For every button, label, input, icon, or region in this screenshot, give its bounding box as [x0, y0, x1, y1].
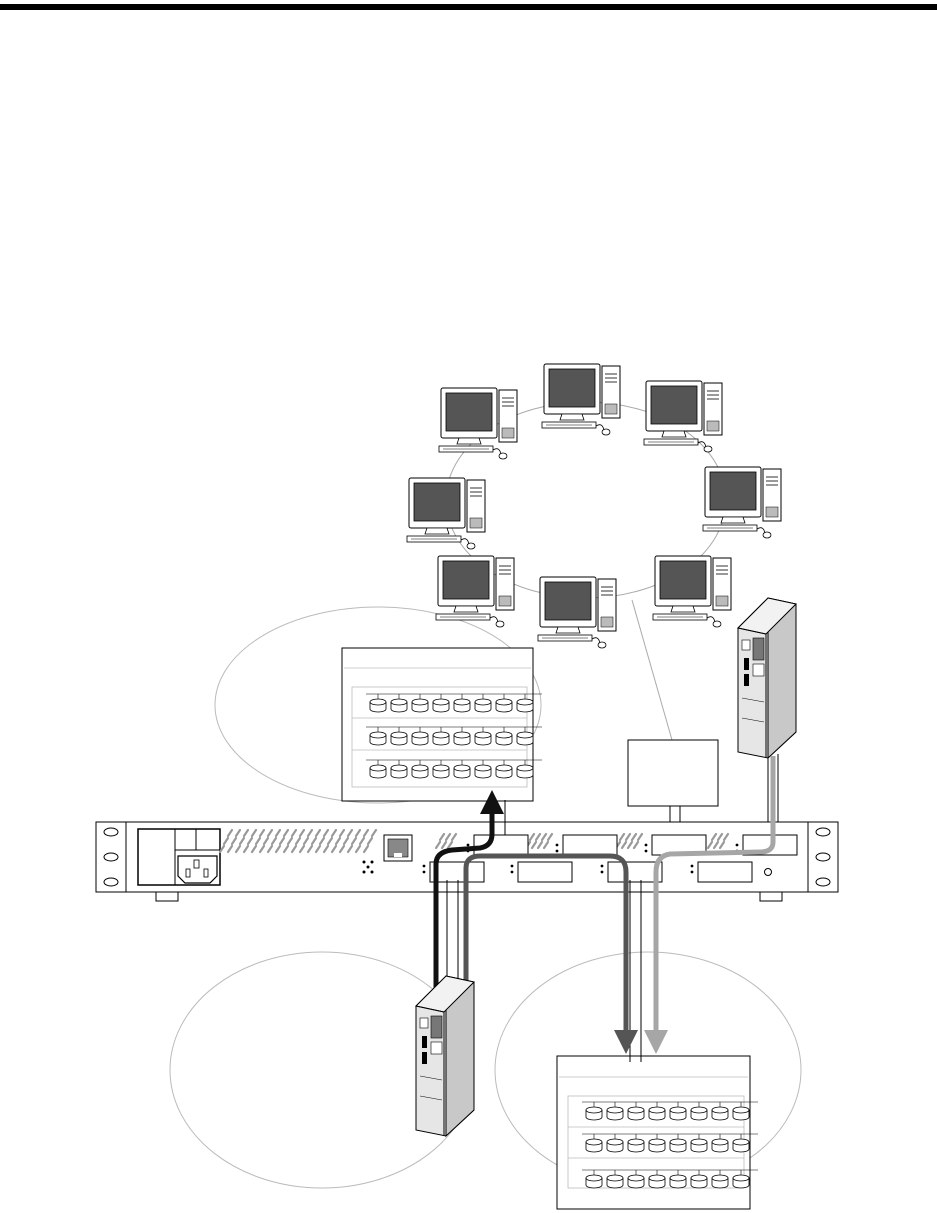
workstation-right-top[interactable] [644, 381, 722, 452]
port-module[interactable] [698, 862, 752, 882]
port-module[interactable] [518, 862, 572, 882]
ethernet-port[interactable] [384, 835, 412, 861]
lan-link-line [632, 600, 672, 740]
workstation-bottom[interactable] [538, 577, 616, 648]
disk-array-top[interactable] [342, 648, 542, 801]
port-module[interactable] [563, 835, 617, 855]
bridge-box[interactable] [628, 740, 718, 834]
server-right[interactable] [738, 598, 796, 758]
workstation-top[interactable] [542, 364, 620, 435]
workstation-left-bottom[interactable] [436, 556, 514, 627]
server-bottom[interactable] [416, 976, 474, 1136]
workstation-left-top[interactable] [439, 388, 517, 459]
workstation-left[interactable] [407, 478, 485, 549]
workstation-right-bottom[interactable] [653, 556, 731, 627]
power-inlet [138, 829, 220, 885]
workstation-right[interactable] [703, 467, 781, 538]
disk-array-bottom[interactable] [557, 1056, 758, 1209]
power-button[interactable] [765, 869, 772, 876]
